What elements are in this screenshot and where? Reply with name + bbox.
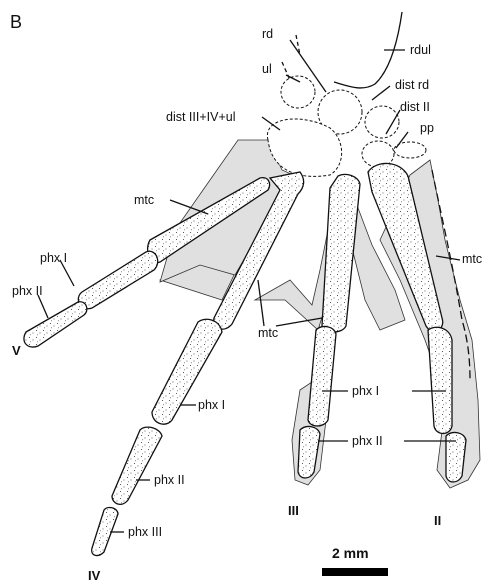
label-phx-i-digit-iii: phx I bbox=[352, 384, 379, 398]
digit-iii-bones bbox=[298, 174, 360, 478]
digit-label-v: V bbox=[12, 343, 21, 358]
scale-bar-line bbox=[322, 568, 388, 576]
label-mtc-digit-ii: mtc bbox=[462, 252, 482, 266]
scale-bar: 2 mm bbox=[322, 545, 388, 576]
label-phx-iii-digit-iv: phx III bbox=[128, 525, 162, 539]
digit-ii-phalanx-i bbox=[428, 327, 452, 433]
digit-iv-phalanx-ii bbox=[112, 427, 162, 504]
digit-label-iii: III bbox=[288, 503, 299, 518]
label-ul: ul bbox=[262, 62, 272, 76]
label-dist-iii-iv-ul: dist III+IV+ul bbox=[166, 110, 235, 124]
label-dist-ii: dist II bbox=[400, 100, 430, 114]
label-phx-i-digit-v: phx I bbox=[40, 251, 67, 265]
label-mtc-digit-v: mtc bbox=[134, 193, 154, 207]
digit-iii-phalanx-i bbox=[308, 327, 336, 426]
label-phx-ii-digit-iv: phx II bbox=[154, 473, 185, 487]
label-rd: rd bbox=[262, 27, 273, 41]
panel-label: B bbox=[10, 12, 22, 32]
scale-bar-label: 2 mm bbox=[332, 545, 369, 561]
label-dist-rd: dist rd bbox=[395, 78, 429, 92]
digit-v-phalanx-i bbox=[78, 251, 157, 308]
digit-v-phalanx-ii bbox=[24, 302, 87, 347]
digit-label-ii: II bbox=[434, 513, 441, 528]
label-phx-i-digit-iv: phx I bbox=[198, 398, 225, 412]
label-mtc-digit-iii-iv: mtc bbox=[258, 326, 278, 340]
label-pp: pp bbox=[420, 121, 434, 135]
digit-label-iv: IV bbox=[88, 568, 101, 583]
label-phx-ii-digit-iii: phx II bbox=[352, 434, 383, 448]
label-rdul: rdul bbox=[410, 43, 431, 57]
label-phx-ii-digit-v: phx II bbox=[12, 284, 43, 298]
distal-radiale bbox=[365, 106, 399, 138]
